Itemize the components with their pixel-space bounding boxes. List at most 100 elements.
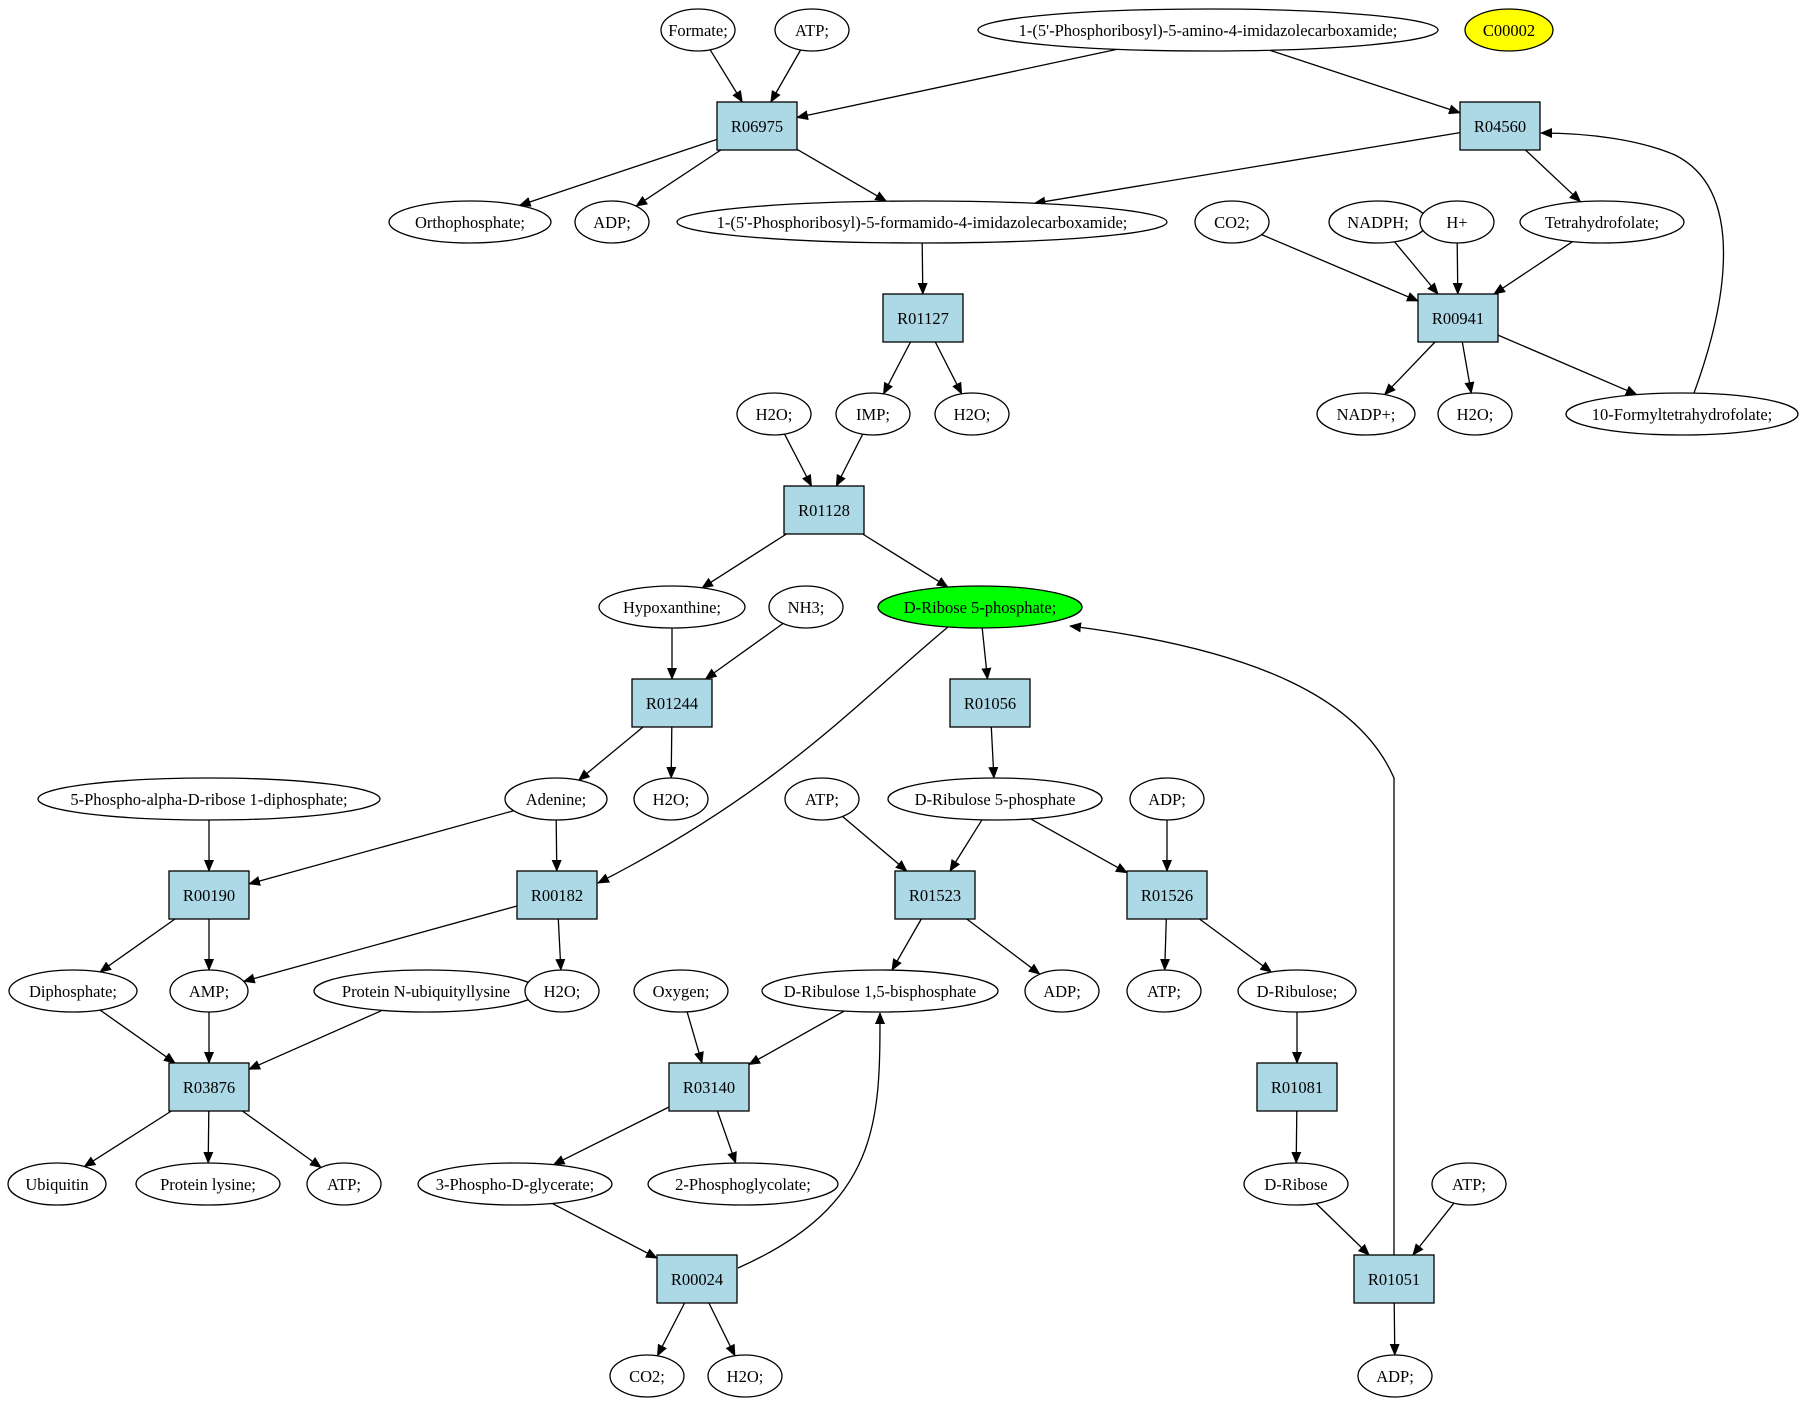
compound-label: Protein N-ubiquityllysine (342, 982, 510, 1001)
reaction-node-R01051[interactable]: R01051 (1353, 1254, 1435, 1304)
compound-node-atp4[interactable]: ATP; (306, 1162, 382, 1206)
reaction-node-R00024[interactable]: R00024 (656, 1254, 738, 1304)
compound-shape (633, 777, 709, 821)
compound-node-atp1[interactable]: ATP; (774, 8, 850, 52)
edge-R03876-to-atp4 (242, 1110, 322, 1169)
compound-node-amp[interactable]: AMP; (169, 969, 249, 1013)
compound-label: Formate; (668, 21, 728, 40)
compound-node-formate[interactable]: Formate; (660, 8, 736, 52)
reaction-node-R01127[interactable]: R01127 (882, 293, 964, 343)
compound-node-nadpplus[interactable]: NADP+; (1316, 392, 1416, 436)
compound-node-prpp[interactable]: 5-Phospho-alpha-D-ribose 1-diphosphate; (37, 777, 381, 821)
compound-node-atp3[interactable]: ATP; (1126, 969, 1202, 1013)
compound-node-h2o_d[interactable]: H2O; (633, 777, 709, 821)
reaction-node-R06975[interactable]: R06975 (716, 101, 798, 151)
compound-node-ubiquitin[interactable]: Ubiquitin (7, 1162, 107, 1206)
reaction-box (1126, 870, 1208, 920)
compound-shape (887, 777, 1103, 821)
reaction-node-R03140[interactable]: R03140 (668, 1062, 750, 1112)
edge-R03876-to-ubiquitin (83, 1110, 172, 1168)
compound-node-rubp[interactable]: D-Ribulose 1,5-bisphosphate (761, 969, 999, 1013)
compound-label: Tetrahydrofolate; (1545, 213, 1659, 232)
compound-shape (598, 585, 746, 629)
compound-node-atp5[interactable]: ATP; (1431, 1162, 1507, 1206)
edge-fthf-to-R04560 (1540, 128, 1725, 394)
edge-atp1-to-R06975 (770, 49, 802, 103)
compound-node-fthf[interactable]: 10-Formyltetrahydrofolate; (1565, 392, 1799, 436)
reaction-label: R03876 (183, 1078, 235, 1097)
compound-label: Diphosphate; (29, 982, 117, 1001)
reaction-node-R01056[interactable]: R01056 (949, 678, 1031, 728)
compound-node-adp4[interactable]: ADP; (1357, 1354, 1433, 1398)
edge-thf-to-R00941 (1493, 241, 1573, 295)
reaction-box (894, 870, 976, 920)
compound-node-adp1[interactable]: ADP; (574, 200, 650, 244)
compound-node-diphosphate[interactable]: Diphosphate; (8, 969, 138, 1013)
compound-node-h2o_b[interactable]: H2O; (934, 392, 1010, 436)
compound-node-pga[interactable]: 3-Phospho-D-glycerate; (417, 1162, 613, 1206)
reaction-box (168, 870, 250, 920)
compound-node-nadph[interactable]: NADPH; (1328, 200, 1428, 244)
compound-node-hplus[interactable]: H+ (1419, 200, 1495, 244)
compound-node-h2o_c[interactable]: H2O; (1437, 392, 1513, 436)
reaction-box (516, 870, 598, 920)
reaction-node-R01128[interactable]: R01128 (783, 485, 865, 535)
compound-node-protnub[interactable]: Protein N-ubiquityllysine (313, 969, 539, 1013)
compound-label: Oxygen; (653, 982, 710, 1001)
compound-label: ADP; (593, 213, 631, 232)
reaction-node-R03876[interactable]: R03876 (168, 1062, 250, 1112)
compound-node-ru5p[interactable]: D-Ribulose 5-phosphate (887, 777, 1103, 821)
compound-label: H2O; (756, 405, 793, 424)
edge-R04560-to-thf (1525, 149, 1582, 203)
compound-node-adp2[interactable]: ADP; (1129, 777, 1205, 821)
compound-node-r5p[interactable]: D-Ribose 5-phosphate; (877, 585, 1083, 629)
reaction-node-R01523[interactable]: R01523 (894, 870, 976, 920)
reaction-box (1459, 101, 1541, 151)
compound-shape (417, 1162, 613, 1206)
compound-label: 10-Formyltetrahydrofolate; (1592, 405, 1773, 424)
compound-node-h2o_e[interactable]: H2O; (524, 969, 600, 1013)
edge-aicar-to-R06975 (796, 48, 1118, 121)
edge-hplus-to-R00941 (1452, 242, 1463, 295)
reaction-box (716, 101, 798, 151)
compound-node-c00002[interactable]: C00002 (1464, 8, 1554, 52)
reaction-node-R01526[interactable]: R01526 (1126, 870, 1208, 920)
edge-ribose-to-R01051 (1315, 1202, 1370, 1256)
compound-node-ribose[interactable]: D-Ribose (1243, 1162, 1349, 1206)
reaction-label: R01526 (1141, 886, 1193, 905)
edge-diphosphate-to-R03876 (99, 1009, 176, 1064)
compound-node-atp2[interactable]: ATP; (784, 777, 860, 821)
compound-node-adp3[interactable]: ADP; (1024, 969, 1100, 1013)
compound-node-protlys[interactable]: Protein lysine; (135, 1162, 281, 1206)
compound-node-pglycolate[interactable]: 2-Phosphoglycolate; (647, 1162, 839, 1206)
edge-oxygen-to-R03140 (686, 1011, 704, 1064)
reaction-node-R01244[interactable]: R01244 (631, 678, 713, 728)
reaction-node-R00190[interactable]: R00190 (168, 870, 250, 920)
compound-shape (1519, 200, 1685, 244)
compound-node-faicar[interactable]: 1-(5'-Phosphoribosyl)-5-formamido-4-imid… (676, 200, 1168, 244)
reaction-node-R00941[interactable]: R00941 (1417, 293, 1499, 343)
reaction-node-R01081[interactable]: R01081 (1256, 1062, 1338, 1112)
compound-node-adenine[interactable]: Adenine; (504, 777, 608, 821)
compound-node-ribulose[interactable]: D-Ribulose; (1237, 969, 1357, 1013)
compound-node-co2_1[interactable]: CO2; (1194, 200, 1270, 244)
compound-node-oxygen[interactable]: Oxygen; (633, 969, 729, 1013)
reaction-node-R04560[interactable]: R04560 (1459, 101, 1541, 151)
compound-label: Ubiquitin (25, 1175, 88, 1194)
compound-node-nh3[interactable]: NH3; (768, 585, 844, 629)
edge-R01127-to-imp (882, 341, 912, 395)
compound-node-orthophosphate[interactable]: Orthophosphate; (388, 200, 552, 244)
reaction-node-R00182[interactable]: R00182 (516, 870, 598, 920)
edge-adenine-to-R00182 (551, 819, 562, 872)
edge-R06975-to-faicar (796, 148, 888, 202)
reaction-label: R00182 (531, 886, 583, 905)
compound-label: H2O; (544, 982, 581, 1001)
reaction-box (1256, 1062, 1338, 1112)
compound-node-h2o_f[interactable]: H2O; (707, 1354, 783, 1398)
compound-node-thf[interactable]: Tetrahydrofolate; (1519, 200, 1685, 244)
compound-node-aicar[interactable]: 1-(5'-Phosphoribosyl)-5-amino-4-imidazol… (977, 8, 1439, 52)
compound-node-co2_2[interactable]: CO2; (609, 1354, 685, 1398)
compound-node-imp[interactable]: IMP; (835, 392, 911, 436)
compound-node-h2o_a[interactable]: H2O; (736, 392, 812, 436)
compound-node-hypoxanthine[interactable]: Hypoxanthine; (598, 585, 746, 629)
